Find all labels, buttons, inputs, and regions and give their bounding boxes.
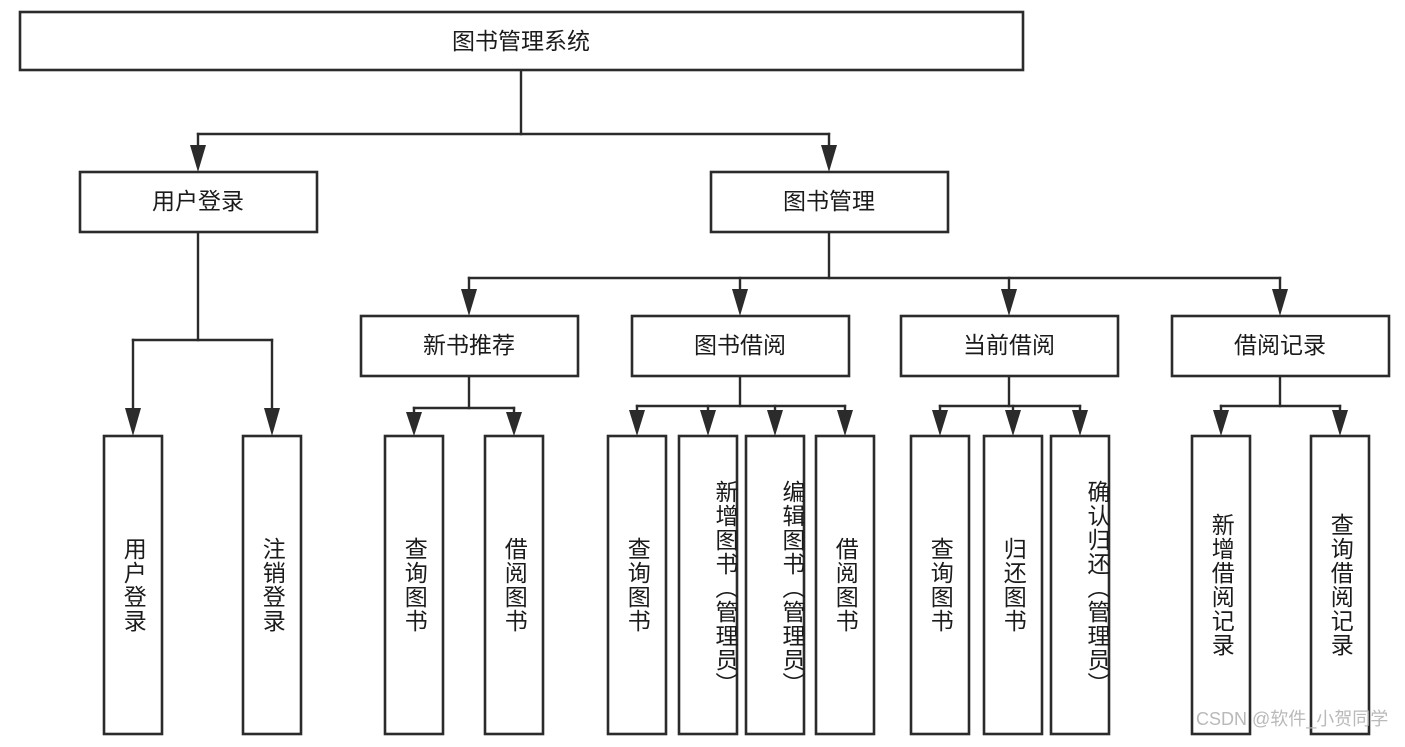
node-leaf-borrow-book-recommend-box[interactable] bbox=[483, 434, 545, 736]
node-book-borrow[interactable]: 图书借阅 bbox=[630, 314, 851, 378]
node-root-label: 图书管理系统 bbox=[452, 28, 590, 54]
node-leaf-add-book-admin-box[interactable] bbox=[677, 434, 739, 736]
arrow-head-book-management bbox=[821, 145, 837, 172]
connector-group-borrow-to-leaves bbox=[629, 374, 853, 436]
node-borrow-record-label: 借阅记录 bbox=[1234, 332, 1326, 358]
node-leaf-return-book-box[interactable] bbox=[982, 434, 1044, 736]
arrow-head-leaf-edit-book-admin bbox=[767, 410, 783, 436]
arrow-head-leaf-query-book-current bbox=[932, 410, 948, 436]
node-book-borrow-box[interactable] bbox=[630, 314, 851, 378]
node-new-book-recommend-box[interactable] bbox=[359, 314, 580, 378]
arrow-head-leaf-confirm-return-admin bbox=[1072, 410, 1088, 436]
node-book-management[interactable]: 图书管理 bbox=[709, 170, 950, 234]
node-borrow-record-box[interactable] bbox=[1170, 314, 1391, 378]
node-leaf-add-borrow-record-box[interactable] bbox=[1190, 434, 1252, 736]
node-leaf-logout-login-box[interactable] bbox=[241, 434, 303, 736]
connector-group-bookmgmt-to-level3 bbox=[461, 230, 1288, 316]
connector-group-userlogin-to-leaves bbox=[125, 230, 280, 436]
connector-group-recommend-to-leaves bbox=[406, 374, 522, 436]
node-user-login-box[interactable] bbox=[78, 170, 319, 234]
arrow-head-leaf-query-book-recommend bbox=[406, 412, 422, 436]
arrow-head-user-login bbox=[190, 145, 206, 172]
arrow-head-book-borrow bbox=[732, 289, 748, 316]
node-new-book-recommend-label: 新书推荐 bbox=[423, 332, 515, 358]
node-new-book-recommend[interactable]: 新书推荐 bbox=[359, 314, 580, 378]
arrow-head-leaf-query-borrow-record bbox=[1332, 410, 1348, 436]
arrow-head-leaf-query-book-borrow bbox=[629, 410, 645, 436]
connector-group-current-to-leaves bbox=[932, 374, 1088, 436]
arrow-head-leaf-borrow-book-recommend bbox=[506, 412, 522, 436]
node-leaf-user-login-box[interactable] bbox=[102, 434, 164, 736]
arrow-head-new-book-recommend bbox=[461, 289, 477, 316]
node-current-borrow-box[interactable] bbox=[899, 314, 1120, 378]
node-leaf-query-book-borrow-box[interactable] bbox=[606, 434, 668, 736]
arrow-head-leaf-user-login bbox=[125, 408, 141, 436]
node-borrow-record[interactable]: 借阅记录 bbox=[1170, 314, 1391, 378]
arrow-head-leaf-return-book bbox=[1005, 410, 1021, 436]
node-root-box[interactable] bbox=[18, 10, 1025, 72]
node-user-login[interactable]: 用户登录 bbox=[78, 170, 319, 234]
node-leaf-query-borrow-record-box[interactable] bbox=[1309, 434, 1371, 736]
node-book-management-box[interactable] bbox=[709, 170, 950, 234]
arrow-head-leaf-add-borrow-record bbox=[1213, 410, 1229, 436]
node-root[interactable]: 图书管理系统 bbox=[18, 10, 1025, 72]
arrow-head-borrow-record bbox=[1272, 289, 1288, 316]
node-leaf-edit-book-admin-box[interactable] bbox=[744, 434, 806, 736]
arrow-head-leaf-add-book-admin bbox=[700, 410, 716, 436]
node-user-login-label: 用户登录 bbox=[152, 188, 244, 214]
node-leaf-borrow-book-box[interactable] bbox=[814, 434, 876, 736]
node-leaf-query-book-current-box[interactable] bbox=[909, 434, 971, 736]
node-book-borrow-label: 图书借阅 bbox=[694, 332, 786, 358]
node-book-management-label: 图书管理 bbox=[783, 188, 875, 214]
connector-group-record-to-leaves bbox=[1213, 374, 1348, 436]
arrow-head-leaf-logout-login bbox=[264, 408, 280, 436]
arrow-head-current-borrow bbox=[1001, 289, 1017, 316]
arrow-head-leaf-borrow-book bbox=[837, 410, 853, 436]
node-current-borrow-label: 当前借阅 bbox=[963, 332, 1055, 358]
watermark-text: CSDN @软件_小贺同学 bbox=[1196, 709, 1389, 729]
connector-group-root-to-level2 bbox=[190, 68, 837, 172]
node-leaf-confirm-return-admin-box[interactable] bbox=[1049, 434, 1111, 736]
node-leaf-query-book-recommend-box[interactable] bbox=[383, 434, 445, 736]
node-current-borrow[interactable]: 当前借阅 bbox=[899, 314, 1120, 378]
